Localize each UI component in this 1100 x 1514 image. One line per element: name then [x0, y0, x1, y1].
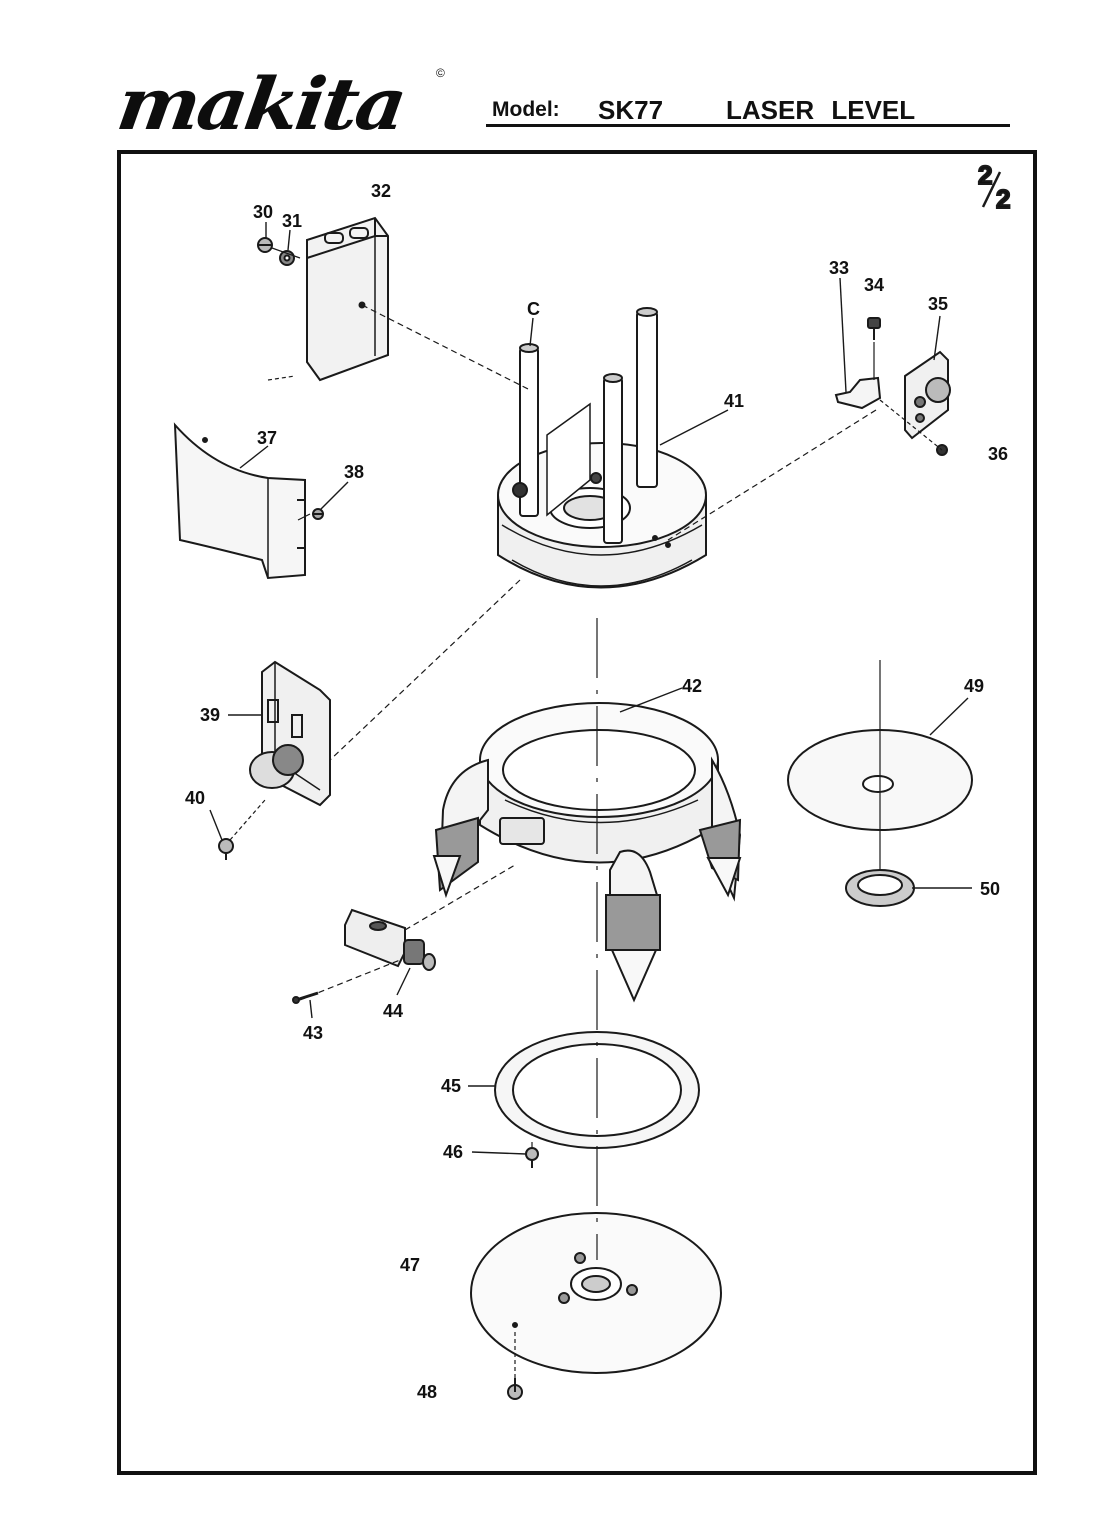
switch-plate-39: [249, 660, 331, 807]
callout-46: 46: [443, 1142, 463, 1162]
callout-49: 49: [964, 676, 984, 696]
callout-41: 41: [724, 391, 744, 411]
callout-c: C: [527, 299, 540, 319]
screw-38: [312, 508, 324, 520]
shield-37: [173, 422, 306, 580]
callout-34: 34: [864, 275, 884, 295]
leader-lines: [209, 222, 972, 1155]
callout-32: 32: [371, 181, 391, 201]
copyright-mark: ©: [436, 66, 445, 80]
bracket-33: [834, 376, 882, 410]
callout-30: 30: [253, 202, 273, 222]
callout-38: 38: [344, 462, 364, 482]
callout-43: 43: [303, 1023, 323, 1043]
callout-48: 48: [417, 1382, 437, 1402]
model-number: SK77: [598, 95, 664, 125]
assembly-lines: [229, 247, 943, 1378]
callout-31: 31: [282, 211, 302, 231]
page-slash: [981, 171, 1002, 208]
header-rule: [486, 124, 1010, 127]
screw-40: [218, 838, 234, 860]
ring-50: [845, 869, 915, 907]
diagram-frame: [117, 150, 1037, 1475]
page-numerator: 2: [978, 160, 992, 190]
pcb-35: [904, 350, 951, 440]
callout-37: 37: [257, 428, 277, 448]
header: makita © Model: SK77 LASER LEVEL: [0, 0, 1100, 150]
page-denominator: 2: [996, 184, 1010, 214]
callout-35: 35: [928, 294, 948, 314]
screw-46: [525, 1147, 539, 1168]
callout-44: 44: [383, 1001, 403, 1021]
callout-50: 50: [980, 879, 1000, 899]
callout-33: 33: [829, 258, 849, 278]
model-label: Model:: [492, 98, 560, 121]
screw-30: [257, 237, 273, 253]
screw-34: [867, 317, 881, 340]
chassis-41: [497, 307, 707, 589]
base-plate-47: [470, 1212, 722, 1374]
callout-39: 39: [200, 705, 220, 725]
page-indicator: 2 2: [977, 159, 1011, 215]
callout-labels: 30 31 32 33 34 35 36 37 38 39 40 41 42 4…: [185, 181, 1008, 1402]
callout-47: 47: [400, 1255, 420, 1275]
product-title: LASER LEVEL: [726, 95, 916, 125]
callout-45: 45: [441, 1076, 461, 1096]
callout-42: 42: [682, 676, 702, 696]
housing-42: [432, 702, 742, 1003]
switch-44: [344, 908, 436, 971]
screw-48: [507, 1378, 523, 1400]
callout-36: 36: [988, 444, 1008, 464]
callout-40: 40: [185, 788, 205, 808]
battery-box-32: [306, 216, 389, 382]
